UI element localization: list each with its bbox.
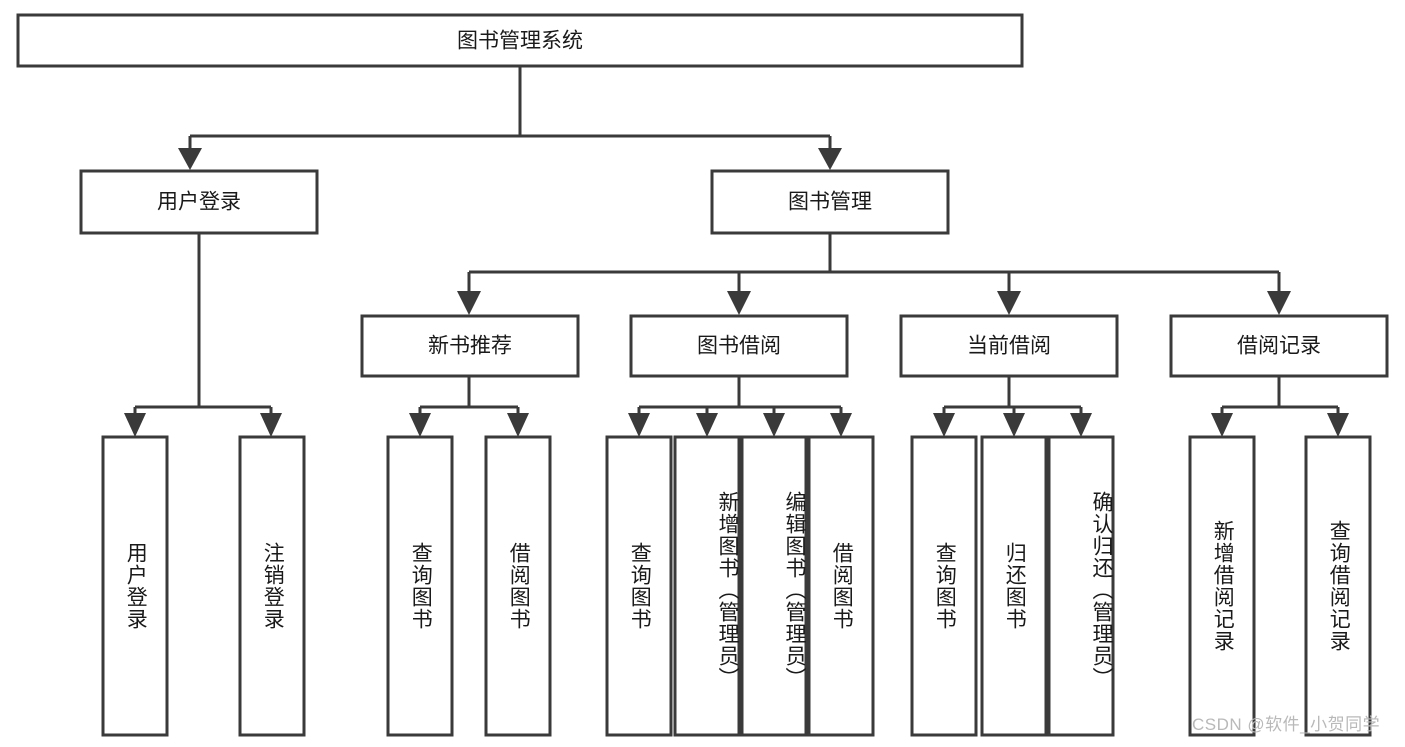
node-new-book-recommend[interactable]: 新书推荐	[360, 314, 580, 378]
arrow-leaf-11	[1211, 413, 1233, 437]
node-current-borrow-box[interactable]	[899, 314, 1119, 378]
leaf-box-6[interactable]	[740, 435, 808, 737]
node-user-login-label: 用户登录	[157, 191, 241, 214]
arrow-leaf-0	[124, 413, 146, 437]
arrow-leaf-5	[696, 413, 718, 437]
arrow-to-book-borrow	[727, 291, 751, 315]
arrow-leaf-1	[260, 413, 282, 437]
node-current-borrow-label: 当前借阅	[967, 335, 1051, 358]
arrow-to-borrow-record	[1267, 291, 1291, 315]
arrow-leaf-3	[507, 413, 529, 437]
node-root-box[interactable]	[16, 13, 1024, 68]
node-new-book-recommend-label: 新书推荐	[428, 335, 512, 358]
arrow-to-current-borrow	[997, 291, 1021, 315]
arrow-leaf-6	[763, 413, 785, 437]
leaf-box-8[interactable]	[910, 435, 978, 737]
arrow-to-new-book	[457, 291, 481, 315]
leaf-box-0[interactable]	[101, 435, 169, 737]
node-user-login-box[interactable]	[79, 169, 319, 235]
leaf-box-7[interactable]	[807, 435, 875, 737]
leaf-box-10[interactable]	[1047, 435, 1115, 737]
arrow-to-book-mgmt	[818, 148, 842, 170]
arrow-leaf-7	[830, 413, 852, 437]
arrow-leaf-12	[1327, 413, 1349, 437]
leaf-box-11[interactable]	[1188, 435, 1256, 737]
edges-current-borrow-to-leaves	[933, 376, 1092, 437]
leaf-box-4[interactable]	[605, 435, 673, 737]
arrow-leaf-8	[933, 413, 955, 437]
edges-book-mgmt-to-level2	[457, 233, 1291, 315]
leaf-box-2[interactable]	[386, 435, 454, 737]
node-current-borrow[interactable]: 当前借阅	[899, 314, 1119, 378]
node-root[interactable]: 图书管理系统	[16, 13, 1024, 68]
arrow-to-user-login	[178, 148, 202, 170]
leaf-box-12[interactable]	[1304, 435, 1372, 737]
arrow-leaf-4	[628, 413, 650, 437]
node-user-login[interactable]: 用户登录	[79, 169, 319, 235]
node-borrow-record-label: 借阅记录	[1237, 335, 1321, 358]
edges-new-book-to-leaves	[409, 376, 529, 437]
leaf-box-3[interactable]	[484, 435, 552, 737]
edges-user-login-to-leaves	[124, 233, 282, 437]
leaf-box-5[interactable]	[673, 435, 741, 737]
edges-root-to-level1	[178, 66, 842, 170]
node-book-borrow[interactable]: 图书借阅	[629, 314, 849, 378]
edges-book-borrow-to-leaves	[628, 376, 852, 437]
leaf-boxes	[101, 435, 1372, 737]
arrow-leaf-2	[409, 413, 431, 437]
edges-borrow-record-to-leaves	[1211, 376, 1349, 437]
arrow-leaf-10	[1070, 413, 1092, 437]
node-borrow-record[interactable]: 借阅记录	[1169, 314, 1389, 378]
node-book-management-box[interactable]	[710, 169, 950, 235]
node-book-borrow-label: 图书借阅	[697, 335, 781, 358]
node-book-management[interactable]: 图书管理	[710, 169, 950, 235]
leaf-box-9[interactable]	[980, 435, 1048, 737]
node-new-book-recommend-box[interactable]	[360, 314, 580, 378]
csdn-watermark: CSDN @软件_小贺同学	[1192, 715, 1381, 734]
leaf-box-1[interactable]	[238, 435, 306, 737]
node-root-label: 图书管理系统	[457, 30, 583, 53]
node-borrow-record-box[interactable]	[1169, 314, 1389, 378]
arrow-leaf-9	[1003, 413, 1025, 437]
node-book-management-label: 图书管理	[788, 191, 872, 214]
node-book-borrow-box[interactable]	[629, 314, 849, 378]
